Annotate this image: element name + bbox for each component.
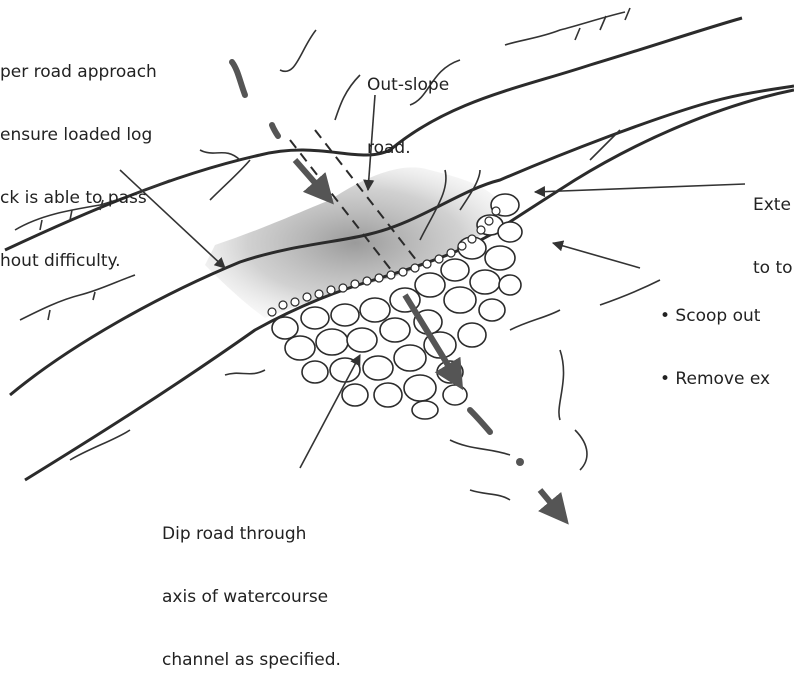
extend-label-line-1: Exte xyxy=(753,195,793,216)
road-approach-label-line-1: per road approach xyxy=(0,62,157,83)
road-approach-label-line-3: ck is able to pass xyxy=(0,188,157,209)
dip-road-label-line-2: axis of watercourse xyxy=(162,587,341,608)
dip-road-label-line-3: channel as specified. xyxy=(162,650,341,671)
road-approach-label-line-4: hout difficulty. xyxy=(0,251,157,272)
out-slope-label-line-1: Out-slope xyxy=(367,75,449,96)
scoop-label: • Scoop out • Remove ex xyxy=(660,264,770,411)
leader-scoop xyxy=(553,243,640,268)
scoop-label-line-2: • Remove ex xyxy=(660,369,770,390)
dip-road-label-line-1: Dip road through xyxy=(162,524,341,545)
road-approach-label-line-2: ensure loaded log xyxy=(0,125,157,146)
dip-road-label: Dip road through axis of watercourse cha… xyxy=(162,482,341,692)
out-slope-label-line-2: road. xyxy=(367,138,449,159)
out-slope-label: Out-slope road. xyxy=(367,33,449,180)
road-approach-label: per road approach ensure loaded log ck i… xyxy=(0,20,157,293)
scoop-label-line-1: • Scoop out xyxy=(660,306,770,327)
